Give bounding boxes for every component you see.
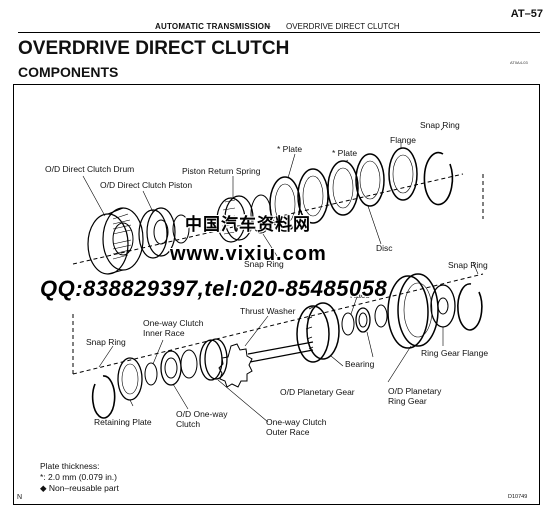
- page-title: OVERDRIVE DIRECT CLUTCH: [18, 38, 290, 59]
- label-owc-inner-race: One-way Clutch Inner Race: [143, 318, 204, 338]
- exploded-diagram: [72, 127, 484, 423]
- clutch-drum: [87, 207, 144, 275]
- plate-2: [327, 160, 359, 216]
- label-plate-2: * Plate: [332, 148, 358, 158]
- label-owc-outer-race: One-way Clutch Outer Race: [266, 417, 327, 437]
- snap-ring-left: [91, 375, 116, 419]
- snap-ring-top: [423, 151, 454, 206]
- bearing: [355, 307, 371, 333]
- owc-inner-race: [144, 362, 158, 386]
- header-separator: –: [266, 22, 271, 31]
- label-disc: Disc: [376, 243, 393, 253]
- label-drum: O/D Direct Clutch Drum: [45, 164, 135, 174]
- label-snap-ring-top: Snap Ring: [420, 120, 460, 130]
- diagram-frame: [13, 84, 540, 505]
- race: [341, 312, 355, 336]
- watermark-line-2: www.vixiu.com: [170, 243, 327, 265]
- label-plate-1: * Plate: [277, 144, 303, 154]
- label-ring-gear-flange: Ring Gear Flange: [421, 348, 489, 358]
- section-subtitle: COMPONENTS: [18, 64, 119, 80]
- planetary-ring-gear: [387, 273, 439, 349]
- figure-code-top: AT0A4-03: [510, 60, 528, 65]
- label-snap-ring-mid: Snap Ring: [244, 259, 284, 269]
- header-subsection: OVERDRIVE DIRECT CLUTCH: [286, 22, 400, 31]
- o-ring: [172, 214, 190, 244]
- owc-outer-race: [199, 339, 223, 381]
- label-planetary-ring-gear: O/D Planetary Ring Gear: [388, 386, 442, 406]
- piston-return-spring: [216, 195, 254, 243]
- label-return-spring: Piston Return Spring: [182, 166, 261, 176]
- flange: [388, 147, 418, 201]
- note-line-3: ◆ Non–reusable part: [40, 483, 119, 493]
- axis-connector: [72, 174, 484, 374]
- header-rule: [18, 32, 540, 33]
- label-owc: O/D One-way Clutch: [176, 409, 228, 429]
- axis-bottom: [72, 273, 484, 375]
- label-snap-ring-right: Snap Ring: [448, 260, 488, 270]
- label-flange: Flange: [390, 135, 416, 145]
- snap-ring-right: [457, 283, 483, 331]
- corner-mark: N: [17, 494, 23, 501]
- thrust-washer: [218, 343, 253, 388]
- axis-top: [72, 173, 464, 265]
- label-bearing: Bearing: [345, 359, 375, 369]
- label-snap-ring-left: Snap Ring: [86, 337, 126, 347]
- disc-2: [355, 153, 385, 207]
- watermark-line-1: 中国汽车资料网: [185, 215, 311, 234]
- page-number: AT–57: [510, 8, 543, 20]
- label-thrust-washer: Thrust Washer: [240, 306, 296, 316]
- note-line-2: *: 2.0 mm (0.079 in.): [40, 472, 118, 482]
- label-piston: O/D Direct Clutch Piston: [100, 180, 193, 190]
- clutch-piston: [138, 207, 176, 259]
- plate-thickness-notes: Plate thickness: *: 2.0 mm (0.079 in.) ◆…: [40, 461, 119, 494]
- note-line-1: Plate thickness:: [40, 461, 100, 471]
- label-race: Race: [350, 290, 370, 300]
- label-planetary-gear: O/D Planetary Gear: [280, 387, 355, 397]
- figure-code-bottom: D10749: [508, 494, 528, 500]
- owc: [160, 350, 182, 386]
- ring-gear-flange: [430, 284, 456, 328]
- watermark-line-3: QQ:838829397,tel:020-85485058: [40, 276, 388, 301]
- planetary-gear: [247, 302, 340, 363]
- plate-1: [269, 176, 301, 232]
- header-section: AUTOMATIC TRANSMISSION: [155, 22, 271, 31]
- label-retaining-plate: Retaining Plate: [94, 417, 152, 427]
- page-header: AUTOMATIC TRANSMISSION – OVERDRIVE DIREC…: [0, 0, 551, 40]
